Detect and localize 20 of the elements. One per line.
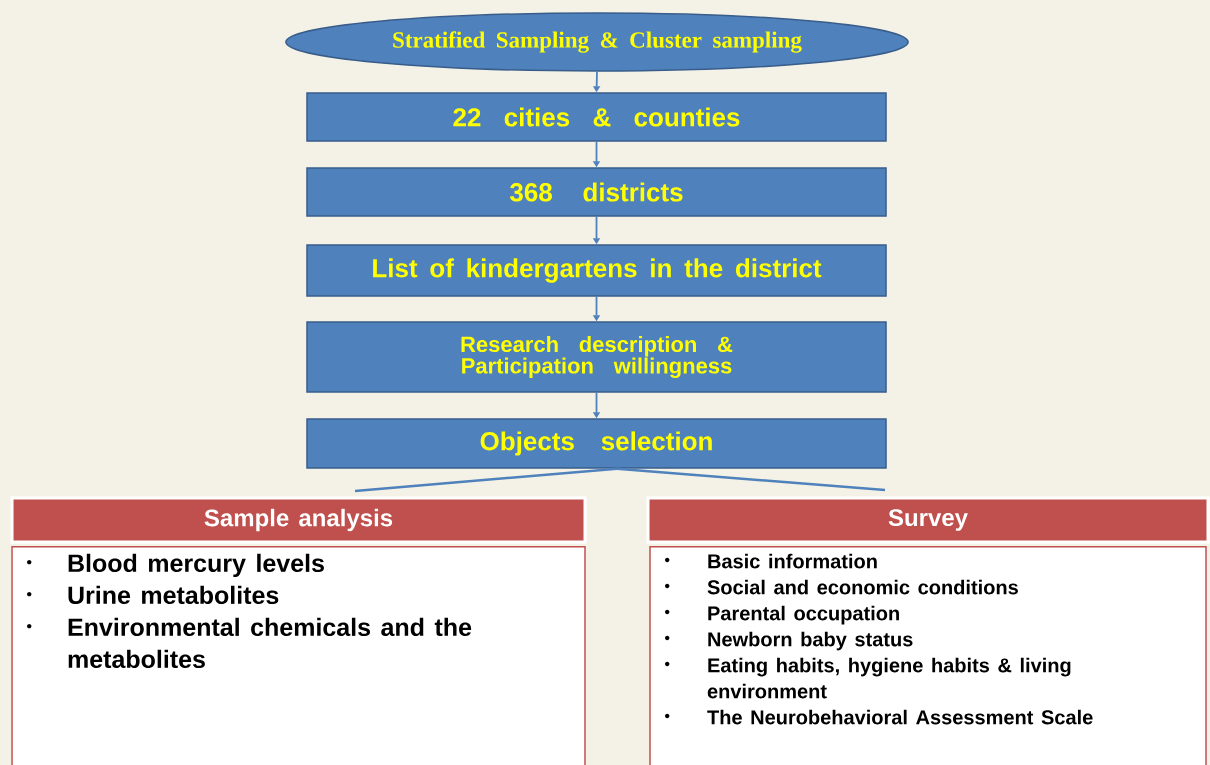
connector-line <box>354 467 618 493</box>
list-item: Social and economic conditions <box>665 579 1018 595</box>
list-item: Basic information <box>665 553 877 569</box>
list-item: Environmental chemicals and the metabolites <box>27 617 472 669</box>
list-item: Parental occupation <box>665 605 899 625</box>
list-item: Blood mercury levels <box>27 553 324 578</box>
process-box: List of kindergartens in the district <box>306 244 887 297</box>
process-box: 368 districts <box>306 167 887 217</box>
process-box: 22 cities & counties <box>306 92 887 142</box>
process-box: Research description & Participation willingness <box>306 321 887 393</box>
process-box: Objects selection <box>306 418 887 469</box>
list-item: The Neurobehavioral Assessment Scale <box>665 709 1093 725</box>
connector-line <box>616 467 886 492</box>
bullet-list-box <box>11 546 586 765</box>
section-header: Survey <box>646 496 1210 544</box>
bullet-list-box <box>649 546 1207 765</box>
list-item: Urine metabolites <box>27 585 279 605</box>
section-header: Sample analysis <box>10 496 587 544</box>
list-item: Newborn baby status <box>665 631 913 651</box>
list-item: Eating habits, hygiene habits & living environment <box>665 657 1071 699</box>
